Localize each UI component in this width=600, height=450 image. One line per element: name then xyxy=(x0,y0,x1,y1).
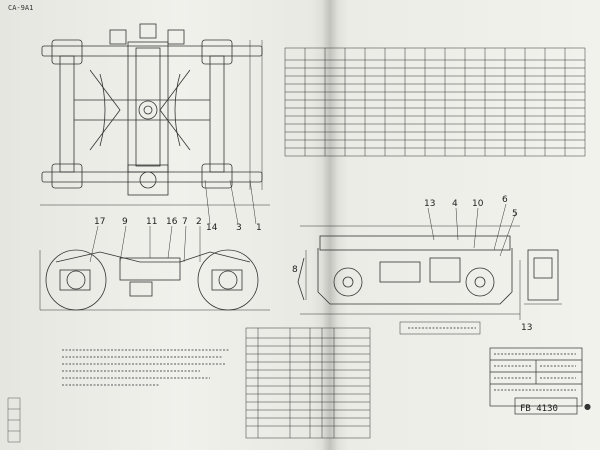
callout-1: 1 xyxy=(256,223,262,233)
callout-5: 5 xyxy=(512,209,518,219)
parts-list-table xyxy=(245,327,371,439)
page-code: CA-9A1 xyxy=(8,4,34,12)
callout-2: 2 xyxy=(196,217,202,227)
callout-11: 11 xyxy=(146,217,157,227)
callout-16: 16 xyxy=(166,217,178,227)
callout-8: 8 xyxy=(292,265,298,275)
callout-14: 14 xyxy=(206,223,218,233)
callout-10: 10 xyxy=(472,199,484,209)
bogie-side-view xyxy=(39,225,270,311)
end-detail-view xyxy=(519,249,562,320)
car-side-view xyxy=(297,203,520,315)
small-note-table xyxy=(399,321,481,335)
title-block xyxy=(489,347,583,415)
bogie-plan-view xyxy=(40,23,270,225)
callout-6: 6 xyxy=(502,195,508,205)
callout-9: 9 xyxy=(122,217,128,227)
callout-13-detail: 13 xyxy=(521,323,532,333)
spec-table xyxy=(284,47,586,157)
callout-7: 7 xyxy=(182,217,188,227)
callout-13: 13 xyxy=(424,199,435,209)
stamp-mark: ● xyxy=(584,402,591,411)
drawing-number: FB 4130 xyxy=(520,404,558,414)
callout-4: 4 xyxy=(452,199,458,209)
callout-3: 3 xyxy=(236,223,242,233)
callout-17: 17 xyxy=(94,217,105,227)
margin-grid xyxy=(7,397,21,443)
